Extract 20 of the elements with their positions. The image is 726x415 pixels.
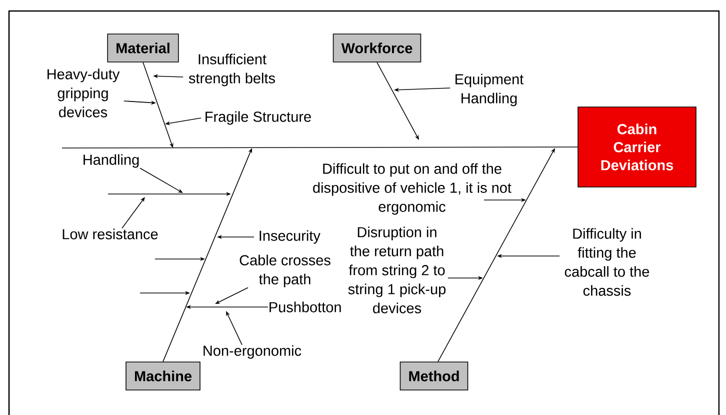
cause-label: Equipment Handling — [456, 74, 524, 106]
cause-label: Cable crosses the path — [240, 254, 330, 288]
cause-label: Handling — [84, 154, 139, 168]
cause-label: Difficulty in fitting the cabcall to the chassis — [564, 228, 650, 296]
cause-label: Pushbotton — [270, 302, 341, 312]
category-box: Workforce — [332, 34, 422, 62]
cause-label: Heavy-duty gripping devices — [48, 68, 120, 118]
cause-label: Low resistance — [62, 228, 158, 240]
spine-line — [62, 146, 578, 148]
leader-arrow — [122, 197, 145, 229]
cause-label: Disruption in the return path from string 2 to string 1 pick-up devices — [348, 226, 446, 314]
effect-box: Cabin Carrier Deviations — [578, 106, 696, 188]
category-box: Material — [107, 34, 179, 62]
cause-label: Difficult to put on and off the dispositive of vehicle 1, it is not ergonomic — [313, 163, 512, 215]
cause-label: Insufficient strength belts — [188, 54, 275, 86]
category-box: Machine — [126, 362, 200, 390]
cause-label: Non-ergonomic — [204, 345, 302, 359]
cause-label: Fragile Structure — [206, 111, 311, 125]
category-box: Method — [400, 362, 468, 390]
cause-label: Insecurity — [260, 230, 320, 244]
